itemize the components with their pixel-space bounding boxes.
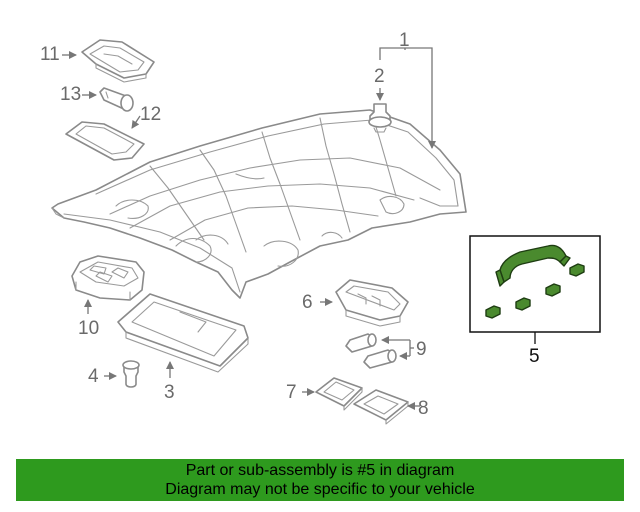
callout-11: 11 xyxy=(40,44,60,65)
callout-8: 8 xyxy=(418,398,429,419)
clip-part-2[interactable] xyxy=(368,103,392,133)
banner-line-1: Part or sub-assembly is #5 in diagram xyxy=(185,462,455,479)
info-banner: Part or sub-assembly is #5 in diagram Di… xyxy=(16,459,624,501)
callout-9: 9 xyxy=(416,339,427,360)
grab-handle-part-5[interactable] xyxy=(495,244,571,287)
storage-tray-part-3[interactable] xyxy=(117,293,249,373)
map-lamp-part-6[interactable] xyxy=(335,279,409,327)
callout-6: 6 xyxy=(302,292,313,313)
console-module-part-10[interactable] xyxy=(71,255,145,301)
lens-part-12[interactable] xyxy=(65,121,145,161)
bulb-part-9b[interactable] xyxy=(363,349,397,369)
lens-part-8[interactable] xyxy=(353,389,409,425)
callout-2: 2 xyxy=(374,66,385,87)
callout-10: 10 xyxy=(78,318,99,339)
bulb-part-13[interactable] xyxy=(99,87,134,112)
lamp-housing-part-11[interactable] xyxy=(81,39,155,83)
lens-part-7[interactable] xyxy=(315,377,363,411)
banner-line-2: Diagram may not be specific to your vehi… xyxy=(165,481,475,498)
callout-7: 7 xyxy=(286,382,297,403)
callout-12: 12 xyxy=(140,104,161,125)
callout-1: 1 xyxy=(399,30,410,51)
bulb-part-9a[interactable] xyxy=(345,333,377,353)
handle-clip-part-5a[interactable] xyxy=(485,305,501,319)
handle-clip-part-5c[interactable] xyxy=(545,283,561,297)
handle-clip-part-5d[interactable] xyxy=(569,263,585,277)
callout-13: 13 xyxy=(60,84,81,105)
callout-3: 3 xyxy=(164,382,175,403)
callout-5: 5 xyxy=(529,346,540,367)
headliner-part[interactable] xyxy=(51,109,467,299)
callout-4: 4 xyxy=(88,366,99,387)
handle-clip-part-5b[interactable] xyxy=(515,297,531,311)
fastener-part-4[interactable] xyxy=(122,360,140,388)
